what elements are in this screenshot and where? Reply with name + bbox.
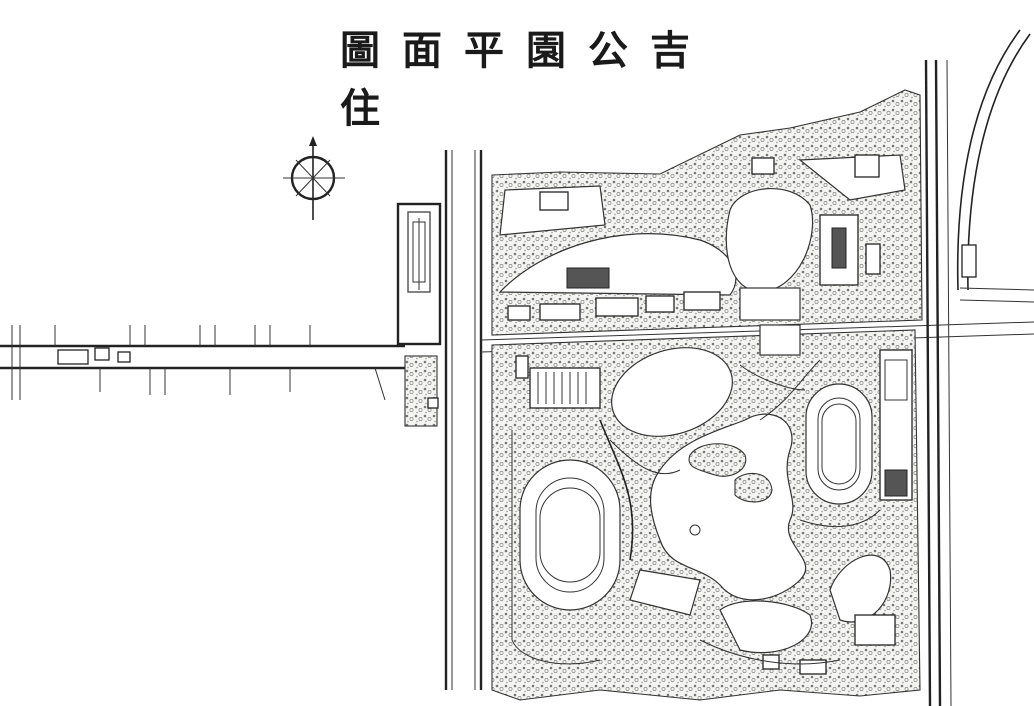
grandstand [515, 355, 601, 409]
east-buildings [865, 243, 913, 501]
west-athletic-track [519, 459, 621, 611]
central-lawn [611, 347, 733, 437]
pond [649, 413, 807, 601]
east-athletic-track [805, 383, 873, 505]
plot-row [507, 287, 801, 356]
north-arrow-icon [283, 136, 345, 220]
west-approach-street [0, 325, 405, 401]
park-paths [511, 359, 881, 665]
map-title: 圖面平園公吉住 [340, 27, 712, 132]
north-lawns [498, 154, 906, 296]
railway-line [924, 29, 1034, 706]
central-avenue [444, 150, 1034, 690]
forecourt-plaza [396, 202, 442, 427]
